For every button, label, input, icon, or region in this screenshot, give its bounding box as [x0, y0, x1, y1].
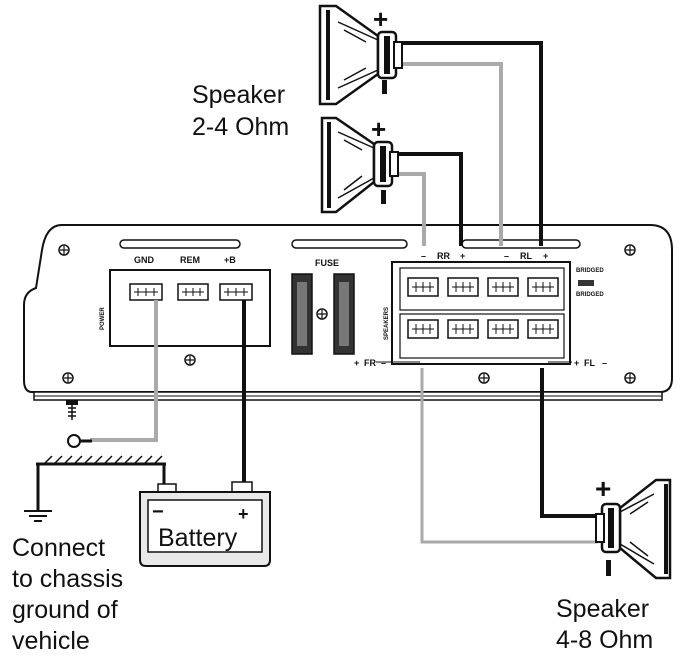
rl-minus-sign: –	[504, 251, 509, 261]
bolt-icon	[66, 400, 78, 420]
ground-note-line2: to chassis	[12, 565, 123, 593]
fr-label: FR	[364, 358, 376, 368]
ring-terminal-icon	[67, 434, 92, 448]
wire-rr-negative	[397, 172, 426, 246]
power-label: POWER	[100, 307, 106, 330]
wire-ground	[90, 300, 158, 442]
speaker-terminal	[487, 277, 519, 297]
speaker-terminal	[487, 319, 519, 339]
speaker-rr-minus	[381, 190, 386, 204]
battery-plus: +	[238, 504, 249, 524]
screw-icon	[624, 244, 636, 256]
amplifier: GND REM +B POWER FUSE	[23, 224, 673, 401]
battery-label: Battery	[158, 524, 238, 552]
fuse-label: FUSE	[315, 258, 339, 268]
screw-icon	[624, 372, 636, 384]
speaker-terminal	[527, 277, 559, 297]
speaker-rr-plus: +	[371, 114, 386, 144]
speaker-terminal	[447, 319, 479, 339]
fl-label: FL	[584, 358, 595, 368]
bridged-label: BRIDGED	[576, 292, 604, 298]
rr-label: RR	[437, 251, 450, 261]
ground-note-line4: vehicle	[12, 627, 90, 655]
speaker-rl-plus: +	[373, 4, 388, 34]
battery-minus: −	[152, 501, 164, 523]
vent-slot	[291, 239, 408, 249]
speaker-bottom-label-line1: Speaker	[556, 595, 649, 623]
bridged-label: BRIDGED	[576, 268, 604, 274]
speaker-terminal	[447, 277, 479, 297]
speakers-label: SPEAKERS	[384, 307, 390, 340]
wire-rl-negative	[402, 62, 503, 246]
speaker-top-label-line2: 2-4 Ohm	[192, 113, 289, 141]
rl-label: RL	[520, 251, 532, 261]
wires	[90, 41, 598, 544]
rr-minus-sign: –	[421, 251, 426, 261]
fl-plus-sign: +	[574, 358, 579, 368]
wire-rl-positive	[402, 41, 543, 246]
b-plus-label: +B	[224, 255, 236, 265]
speaker-terminal	[527, 319, 559, 339]
gnd-label: GND	[134, 255, 155, 265]
wire-fl-positive	[540, 368, 598, 518]
speaker-fl-plus: +	[595, 473, 611, 504]
speaker-bottom-label-line2: 4-8 Ohm	[556, 626, 653, 654]
fuse	[333, 273, 355, 355]
vent-slot	[461, 239, 581, 249]
speaker-rr: +	[320, 114, 399, 214]
ground-note-line1: Connect	[12, 534, 105, 562]
screw-icon	[62, 372, 74, 384]
fr-minus-sign: –	[381, 358, 386, 368]
speaker-terminal	[407, 277, 439, 297]
screw-icon	[478, 372, 490, 384]
speaker-rl: +	[318, 4, 403, 106]
ground-symbol-icon	[24, 510, 52, 522]
chassis-ground	[36, 455, 166, 510]
speaker-terminal	[407, 319, 439, 339]
wire-rr-positive	[397, 152, 463, 246]
screw-icon	[58, 244, 70, 256]
bridged-switch	[578, 280, 594, 286]
fr-plus-sign: +	[354, 358, 359, 368]
ground-note-line3: ground of	[12, 596, 118, 624]
gnd-terminal	[129, 283, 163, 301]
screw-icon	[316, 308, 328, 320]
rl-plus-sign: +	[543, 251, 548, 261]
speaker-terminal-block: SPEAKERS – RR + – RL + BRIDGED BRIDGED +…	[354, 251, 607, 368]
rr-plus-sign: +	[460, 251, 465, 261]
b-plus-terminal	[219, 283, 253, 301]
rem-label: REM	[180, 255, 200, 265]
wire-fr-negative	[420, 368, 598, 544]
speaker-fl: +	[595, 473, 672, 580]
speaker-fl-minus	[606, 560, 611, 576]
fuse-block: FUSE	[291, 258, 355, 355]
fl-minus-sign: –	[602, 358, 607, 368]
battery: − + Battery	[139, 481, 271, 567]
vent-slot	[119, 239, 241, 249]
screw-icon	[184, 354, 196, 366]
rem-terminal	[177, 283, 209, 301]
speaker-rl-minus	[382, 80, 387, 94]
speaker-top-label-line1: Speaker	[192, 81, 285, 109]
fuse	[291, 273, 313, 355]
